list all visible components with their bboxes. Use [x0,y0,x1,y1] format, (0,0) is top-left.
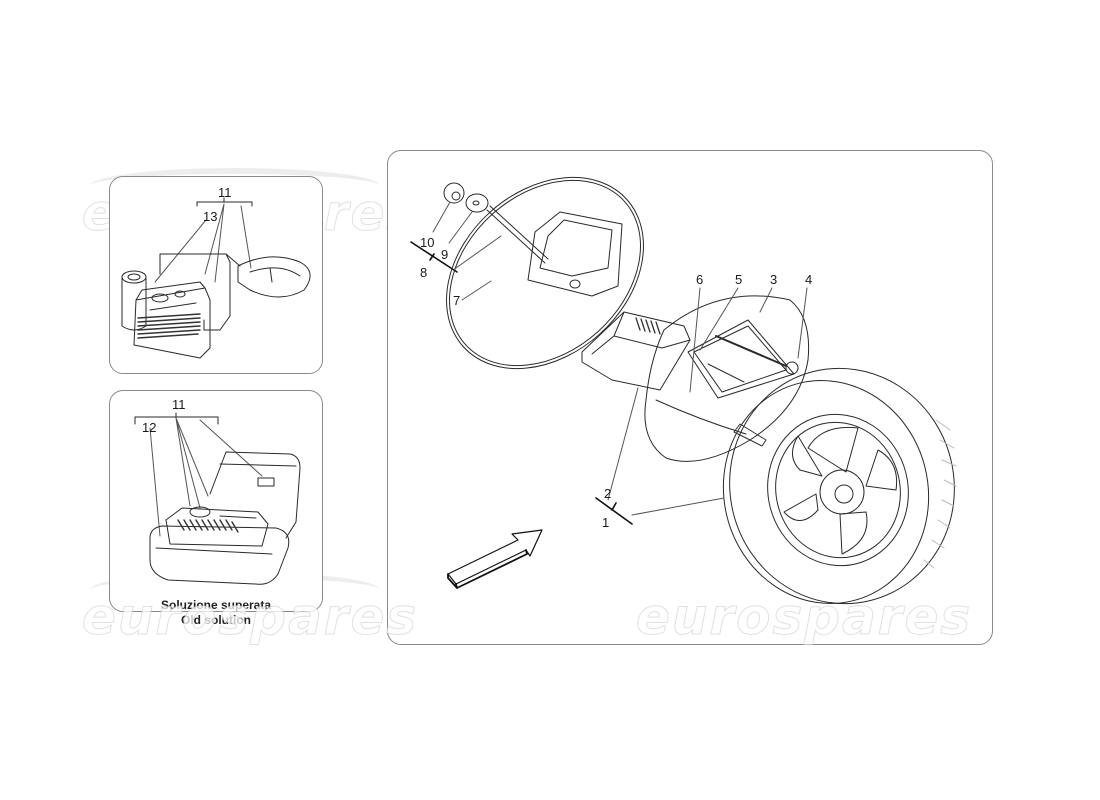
callout-9: 9 [441,247,449,262]
callout-4: 4 [805,272,813,287]
spare-wheel-panel [387,150,993,645]
callout-7: 7 [453,293,461,308]
spare-wheel-drawing [410,176,957,605]
compressor-kit-drawing [121,197,311,359]
callout-11: 11 [218,185,232,200]
callout-6: 6 [696,272,704,287]
callout-1: 1 [602,515,610,530]
callout-3: 3 [770,272,778,287]
old-inflator-kit-panel [109,390,323,612]
old-solution-caption-english: Old solution [181,613,251,627]
callout-10: 10 [420,235,435,250]
callout-11: 11 [172,397,186,412]
callout-8: 8 [420,265,428,280]
callout-2: 2 [604,486,612,501]
callout-5: 5 [735,272,743,287]
callout-13: 13 [203,209,218,224]
callout-12: 12 [142,420,157,435]
old-kit-case-drawing [134,412,301,585]
old-solution-caption-italian: Soluzione superata [160,598,272,612]
